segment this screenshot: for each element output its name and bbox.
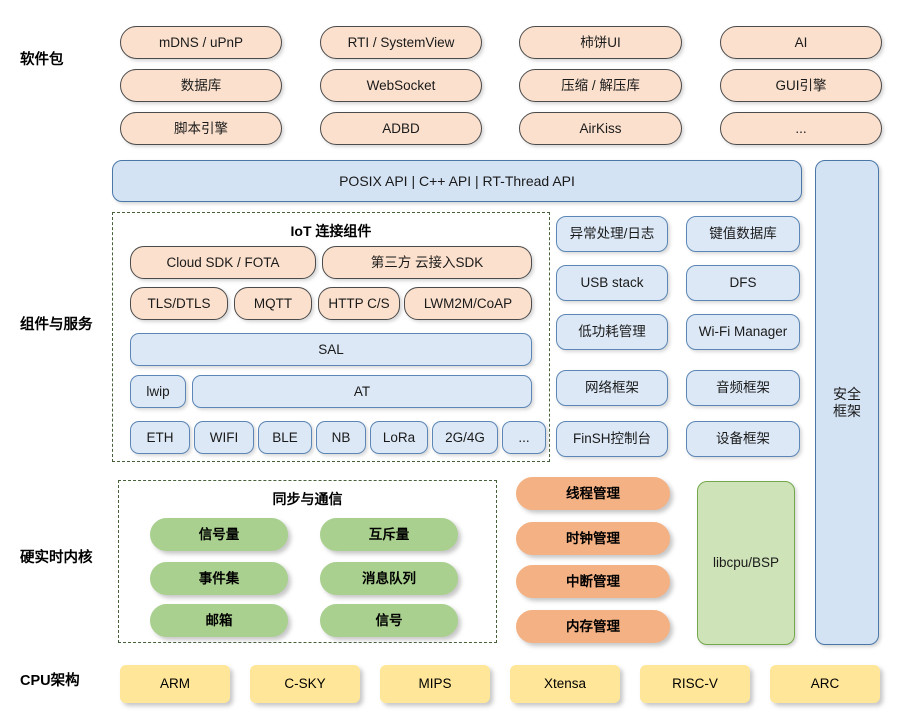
component-service-item[interactable]: 网络框架 [556, 370, 668, 406]
iot-link-item[interactable]: ETH [130, 421, 190, 454]
iot-link-item[interactable]: BLE [258, 421, 312, 454]
iot-group-title: IoT 连接组件 [290, 223, 372, 239]
iot-thirdparty-sdk[interactable]: 第三方 云接入SDK [322, 246, 532, 279]
kernel-group-frame [118, 480, 497, 643]
cpu-architecture-item[interactable]: ARM [120, 665, 230, 703]
software-package-item[interactable]: RTI / SystemView [320, 26, 482, 59]
software-package-item[interactable]: GUI引擎 [720, 69, 882, 102]
cpu-architecture-item[interactable]: Xtensa [510, 665, 620, 703]
iot-link-item[interactable]: LoRa [370, 421, 428, 454]
software-package-item[interactable]: WebSocket [320, 69, 482, 102]
iot-link-item[interactable]: 2G/4G [432, 421, 498, 454]
component-service-item[interactable]: 音频框架 [686, 370, 800, 406]
iot-group-frame [112, 212, 550, 462]
iot-link-item[interactable]: ... [502, 421, 546, 454]
software-package-item[interactable]: ADBD [320, 112, 482, 145]
component-service-item[interactable]: 键值数据库 [686, 216, 800, 252]
section-label-components-services: 组件与服务 [20, 317, 93, 333]
cpu-architecture-item[interactable]: RISC-V [640, 665, 750, 703]
section-label-software-package: 软件包 [20, 52, 64, 68]
cpu-architecture-item[interactable]: C-SKY [250, 665, 360, 703]
iot-protocol-item[interactable]: LWM2M/CoAP [404, 287, 532, 320]
kernel-sync-item[interactable]: 消息队列 [320, 562, 458, 595]
iot-sal-layer[interactable]: SAL [130, 333, 532, 366]
iot-cloud-sdk[interactable]: Cloud SDK / FOTA [130, 246, 316, 279]
component-service-item[interactable]: 低功耗管理 [556, 314, 668, 350]
software-package-item[interactable]: 柿饼UI [519, 26, 682, 59]
security-framework-box[interactable]: 安全 框架 [815, 160, 879, 645]
software-package-item[interactable]: AI [720, 26, 882, 59]
kernel-sync-item[interactable]: 事件集 [150, 562, 288, 595]
kernel-manager-item[interactable]: 内存管理 [516, 610, 670, 643]
iot-link-item[interactable]: NB [316, 421, 366, 454]
iot-protocol-item[interactable]: HTTP C/S [318, 287, 400, 320]
component-service-item[interactable]: USB stack [556, 265, 668, 301]
iot-link-item[interactable]: WIFI [194, 421, 254, 454]
kernel-manager-item[interactable]: 中断管理 [516, 565, 670, 598]
software-package-item[interactable]: AirKiss [519, 112, 682, 145]
software-package-item[interactable]: 脚本引擎 [120, 112, 282, 145]
software-package-item[interactable]: ... [720, 112, 882, 145]
cpu-architecture-item[interactable]: MIPS [380, 665, 490, 703]
component-service-item[interactable]: Wi-Fi Manager [686, 314, 800, 350]
software-package-item[interactable]: mDNS / uPnP [120, 26, 282, 59]
component-service-item[interactable]: 设备框架 [686, 421, 800, 457]
iot-at[interactable]: AT [192, 375, 532, 408]
section-label-cpu-architecture: CPU架构 [20, 673, 80, 689]
iot-lwip[interactable]: lwip [130, 375, 186, 408]
kernel-manager-item[interactable]: 线程管理 [516, 477, 670, 510]
kernel-sync-item[interactable]: 邮箱 [150, 604, 288, 637]
cpu-architecture-item[interactable]: ARC [770, 665, 880, 703]
software-package-item[interactable]: 数据库 [120, 69, 282, 102]
kernel-sync-item[interactable]: 互斥量 [320, 518, 458, 551]
kernel-manager-item[interactable]: 时钟管理 [516, 522, 670, 555]
libcpu-bsp-box[interactable]: libcpu/BSP [697, 481, 795, 645]
component-service-item[interactable]: FinSH控制台 [556, 421, 668, 457]
kernel-group-title: 同步与通信 [272, 491, 343, 507]
section-label-hard-realtime-kernel: 硬实时内核 [20, 550, 93, 566]
software-package-item[interactable]: 压缩 / 解压库 [519, 69, 682, 102]
iot-protocol-item[interactable]: TLS/DTLS [130, 287, 228, 320]
iot-protocol-item[interactable]: MQTT [234, 287, 312, 320]
kernel-sync-item[interactable]: 信号量 [150, 518, 288, 551]
api-bar[interactable]: POSIX API | C++ API | RT-Thread API [112, 160, 802, 202]
component-service-item[interactable]: 异常处理/日志 [556, 216, 668, 252]
component-service-item[interactable]: DFS [686, 265, 800, 301]
kernel-sync-item[interactable]: 信号 [320, 604, 458, 637]
